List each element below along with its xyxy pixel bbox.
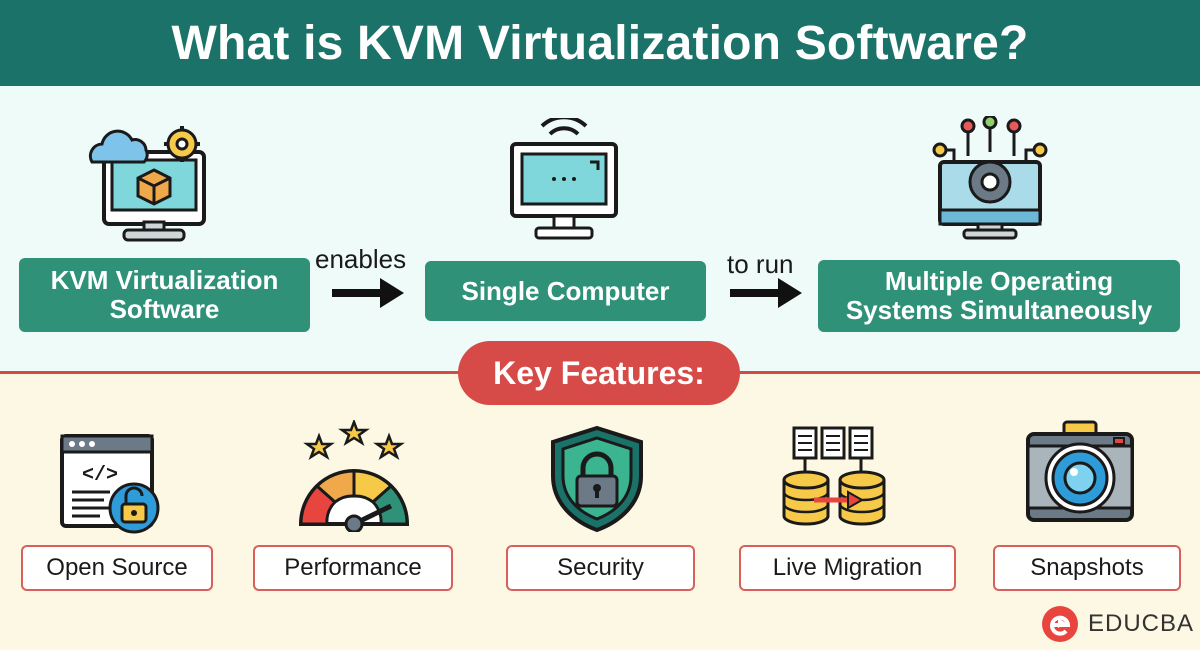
flow-node-kvm-line2: Software bbox=[109, 294, 220, 324]
flow-node-multiple-os: Multiple Operating Systems Simultaneousl… bbox=[818, 260, 1180, 332]
page-title: What is KVM Virtualization Software? bbox=[171, 16, 1029, 70]
arrow-right-icon bbox=[332, 278, 404, 308]
database-migration-icon bbox=[782, 426, 886, 526]
shield-lock-icon bbox=[551, 425, 643, 533]
feature-snapshots-label: Snapshots bbox=[1030, 554, 1144, 581]
monitor-wifi-icon bbox=[510, 118, 618, 240]
speedometer-stars-icon bbox=[298, 420, 410, 532]
feature-live-migration-label: Live Migration bbox=[772, 554, 923, 581]
feature-performance: Performance bbox=[253, 545, 453, 591]
flow-node-kvm-software: KVM Virtualization Software bbox=[19, 258, 310, 332]
arrow-right-icon bbox=[730, 278, 802, 308]
flow-node-kvm-line1: KVM Virtualization bbox=[50, 265, 279, 295]
edge-label-enables: enables bbox=[315, 244, 407, 274]
feature-security: Security bbox=[506, 545, 695, 591]
camera-icon bbox=[1026, 420, 1134, 522]
feature-live-migration: Live Migration bbox=[739, 545, 956, 591]
feature-performance-label: Performance bbox=[284, 554, 422, 581]
feature-open-source: Open Source bbox=[21, 545, 213, 591]
educba-logo-text: EDUCBA bbox=[1088, 610, 1195, 637]
svg-text:</>: </> bbox=[82, 464, 118, 487]
title-bar: What is KVM Virtualization Software? bbox=[0, 0, 1200, 86]
monitor-gear-network-icon bbox=[932, 116, 1048, 240]
flow-node-multiple-os-line2: Systems Simultaneously bbox=[845, 295, 1153, 325]
flow-node-single-computer-label: Single Computer bbox=[461, 275, 670, 306]
feature-open-source-label: Open Source bbox=[46, 554, 188, 581]
educba-logo-icon bbox=[1042, 606, 1078, 642]
code-window-unlock-icon: </> bbox=[60, 434, 160, 534]
educba-logo: EDUCBA bbox=[1040, 604, 1194, 644]
flow-node-multiple-os-line1: Multiple Operating bbox=[884, 266, 1114, 296]
feature-security-label: Security bbox=[557, 554, 644, 581]
cloud-computer-gear-icon bbox=[88, 126, 206, 242]
key-features-heading: Key Features: bbox=[458, 341, 740, 405]
edge-label-to-run: to run bbox=[727, 249, 794, 279]
flow-node-single-computer: Single Computer bbox=[425, 261, 706, 321]
feature-snapshots: Snapshots bbox=[993, 545, 1181, 591]
